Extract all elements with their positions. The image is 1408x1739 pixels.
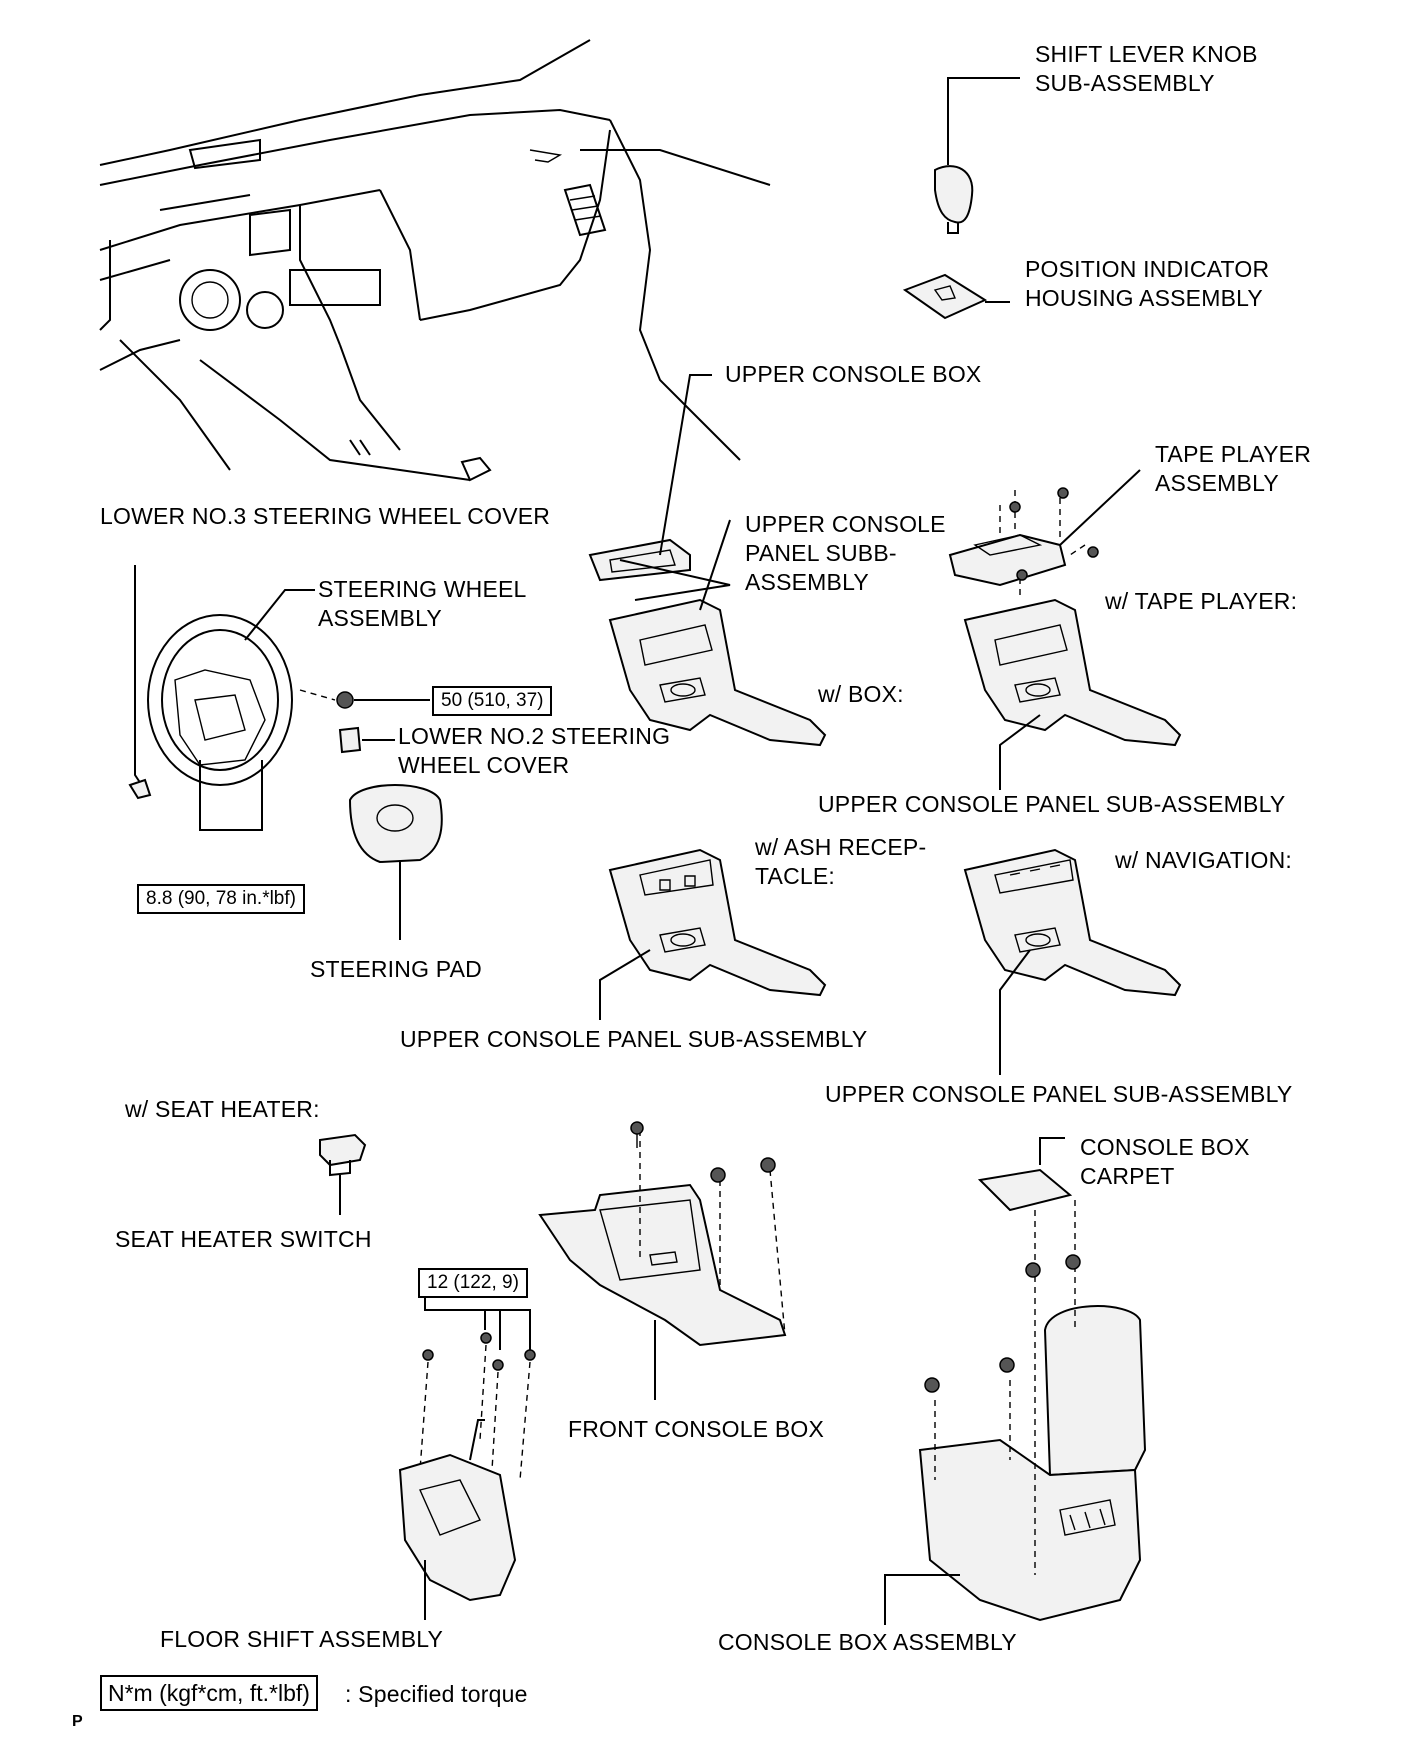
upper-console-box-illustration — [588, 374, 712, 582]
steering-wheel-illustration — [128, 565, 430, 831]
console-panel-tape-illustration — [963, 598, 1182, 790]
upper-console-panel-subb-label: UPPER CONSOLE PANEL SUBB- ASSEMBLY — [745, 510, 946, 597]
front-console-box-illustration — [538, 1121, 787, 1400]
position-indicator-label-line2: HOUSING ASSEMBLY — [1025, 285, 1263, 311]
page-mark: P — [72, 1713, 83, 1730]
floor-shift-illustration — [398, 1295, 536, 1620]
shift-lever-knob-illustration — [934, 77, 1020, 234]
upper-console-box-label: UPPER CONSOLE BOX — [725, 361, 982, 387]
w-tape-player-label: w/ TAPE PLAYER: — [1105, 588, 1298, 614]
w-navigation-label: w/ NAVIGATION: — [1115, 847, 1293, 873]
upper-console-panel-sub-label-3: UPPER CONSOLE PANEL SUB-ASSEMBLY — [825, 1081, 1293, 1107]
steering-wheel-label: STEERING WHEEL ASSEMBLY — [318, 575, 527, 633]
position-indicator-label-line1: POSITION INDICATOR — [1025, 256, 1270, 282]
shift-lever-knob-label: SHIFT LEVER KNOB SUB-ASSEMBLY — [1035, 40, 1258, 98]
seat-heater-switch-label: SEAT HEATER SWITCH — [115, 1226, 372, 1252]
steering-wheel-label-line2: ASSEMBLY — [318, 605, 442, 631]
shift-lever-knob-label-line1: SHIFT LEVER KNOB — [1035, 41, 1258, 67]
w-box-label: w/ BOX: — [818, 681, 904, 707]
console-box-assembly-label: CONSOLE BOX ASSEMBLY — [718, 1629, 1017, 1655]
seat-heater-switch-illustration — [319, 1133, 367, 1215]
console-box-carpet-label-line2: CARPET — [1080, 1163, 1175, 1189]
lower-no2-cover-label-line2: WHEEL COVER — [398, 752, 570, 778]
legend-torque-text: : Specified torque — [345, 1681, 528, 1707]
upper-console-panel-subb-line3: ASSEMBLY — [745, 569, 869, 595]
steering-wheel-label-line1: STEERING WHEEL — [318, 576, 527, 602]
upper-console-panel-sub-label-2: UPPER CONSOLE PANEL SUB-ASSEMBLY — [400, 1026, 868, 1052]
console-panel-box-illustration — [608, 519, 827, 747]
torque-floor-12: 12 (122, 9) — [418, 1268, 528, 1298]
console-panel-ash-illustration — [599, 848, 827, 1020]
instrument-panel-illustration — [99, 39, 771, 482]
upper-console-panel-subb-line1: UPPER CONSOLE — [745, 511, 946, 537]
console-box-carpet-label-line1: CONSOLE BOX — [1080, 1134, 1250, 1160]
floor-shift-label: FLOOR SHIFT ASSEMBLY — [160, 1626, 444, 1652]
console-panel-navigation-illustration — [963, 848, 1182, 1075]
upper-console-panel-sub-label-1: UPPER CONSOLE PANEL SUB-ASSEMBLY — [818, 791, 1286, 817]
torque-bolt-8-8: 8.8 (90, 78 in.*lbf) — [137, 884, 305, 914]
lower-no2-cover-label: LOWER NO.2 STEERING WHEEL COVER — [398, 722, 670, 780]
console-box-carpet-illustration — [977, 1137, 1073, 1212]
w-ash-receptacle-line1: w/ ASH RECEP- — [755, 834, 927, 860]
lower-no2-cover-label-line1: LOWER NO.2 STEERING — [398, 723, 671, 749]
tape-player-label: TAPE PLAYER ASSEMBLY — [1155, 440, 1311, 498]
w-ash-receptacle-label: w/ ASH RECEP- TACLE: — [755, 833, 926, 891]
steering-pad-label: STEERING PAD — [310, 956, 482, 982]
tape-player-label-line2: ASSEMBLY — [1155, 470, 1279, 496]
lower-no3-cover-label: LOWER NO.3 STEERING WHEEL COVER — [100, 503, 551, 529]
w-ash-receptacle-line2: TACLE: — [755, 863, 836, 889]
console-box-carpet-label: CONSOLE BOX CARPET — [1080, 1133, 1250, 1191]
shift-lever-knob-label-line2: SUB-ASSEMBLY — [1035, 70, 1215, 96]
upper-console-panel-subb-line2: PANEL SUBB- — [745, 540, 897, 566]
tape-player-illustration — [948, 469, 1141, 600]
torque-nut-50: 50 (510, 37) — [432, 686, 553, 716]
console-box-assembly-illustration — [884, 1200, 1147, 1625]
front-console-box-label: FRONT CONSOLE BOX — [568, 1416, 825, 1442]
tape-player-label-line1: TAPE PLAYER — [1155, 441, 1312, 467]
w-seat-heater-label: w/ SEAT HEATER: — [125, 1096, 320, 1122]
position-indicator-label: POSITION INDICATOR HOUSING ASSEMBLY — [1025, 255, 1269, 313]
steering-pad-illustration — [348, 784, 443, 940]
position-indicator-illustration — [902, 273, 1010, 320]
legend-torque-unit: N*m (kgf*cm, ft.*lbf) — [100, 1675, 318, 1711]
